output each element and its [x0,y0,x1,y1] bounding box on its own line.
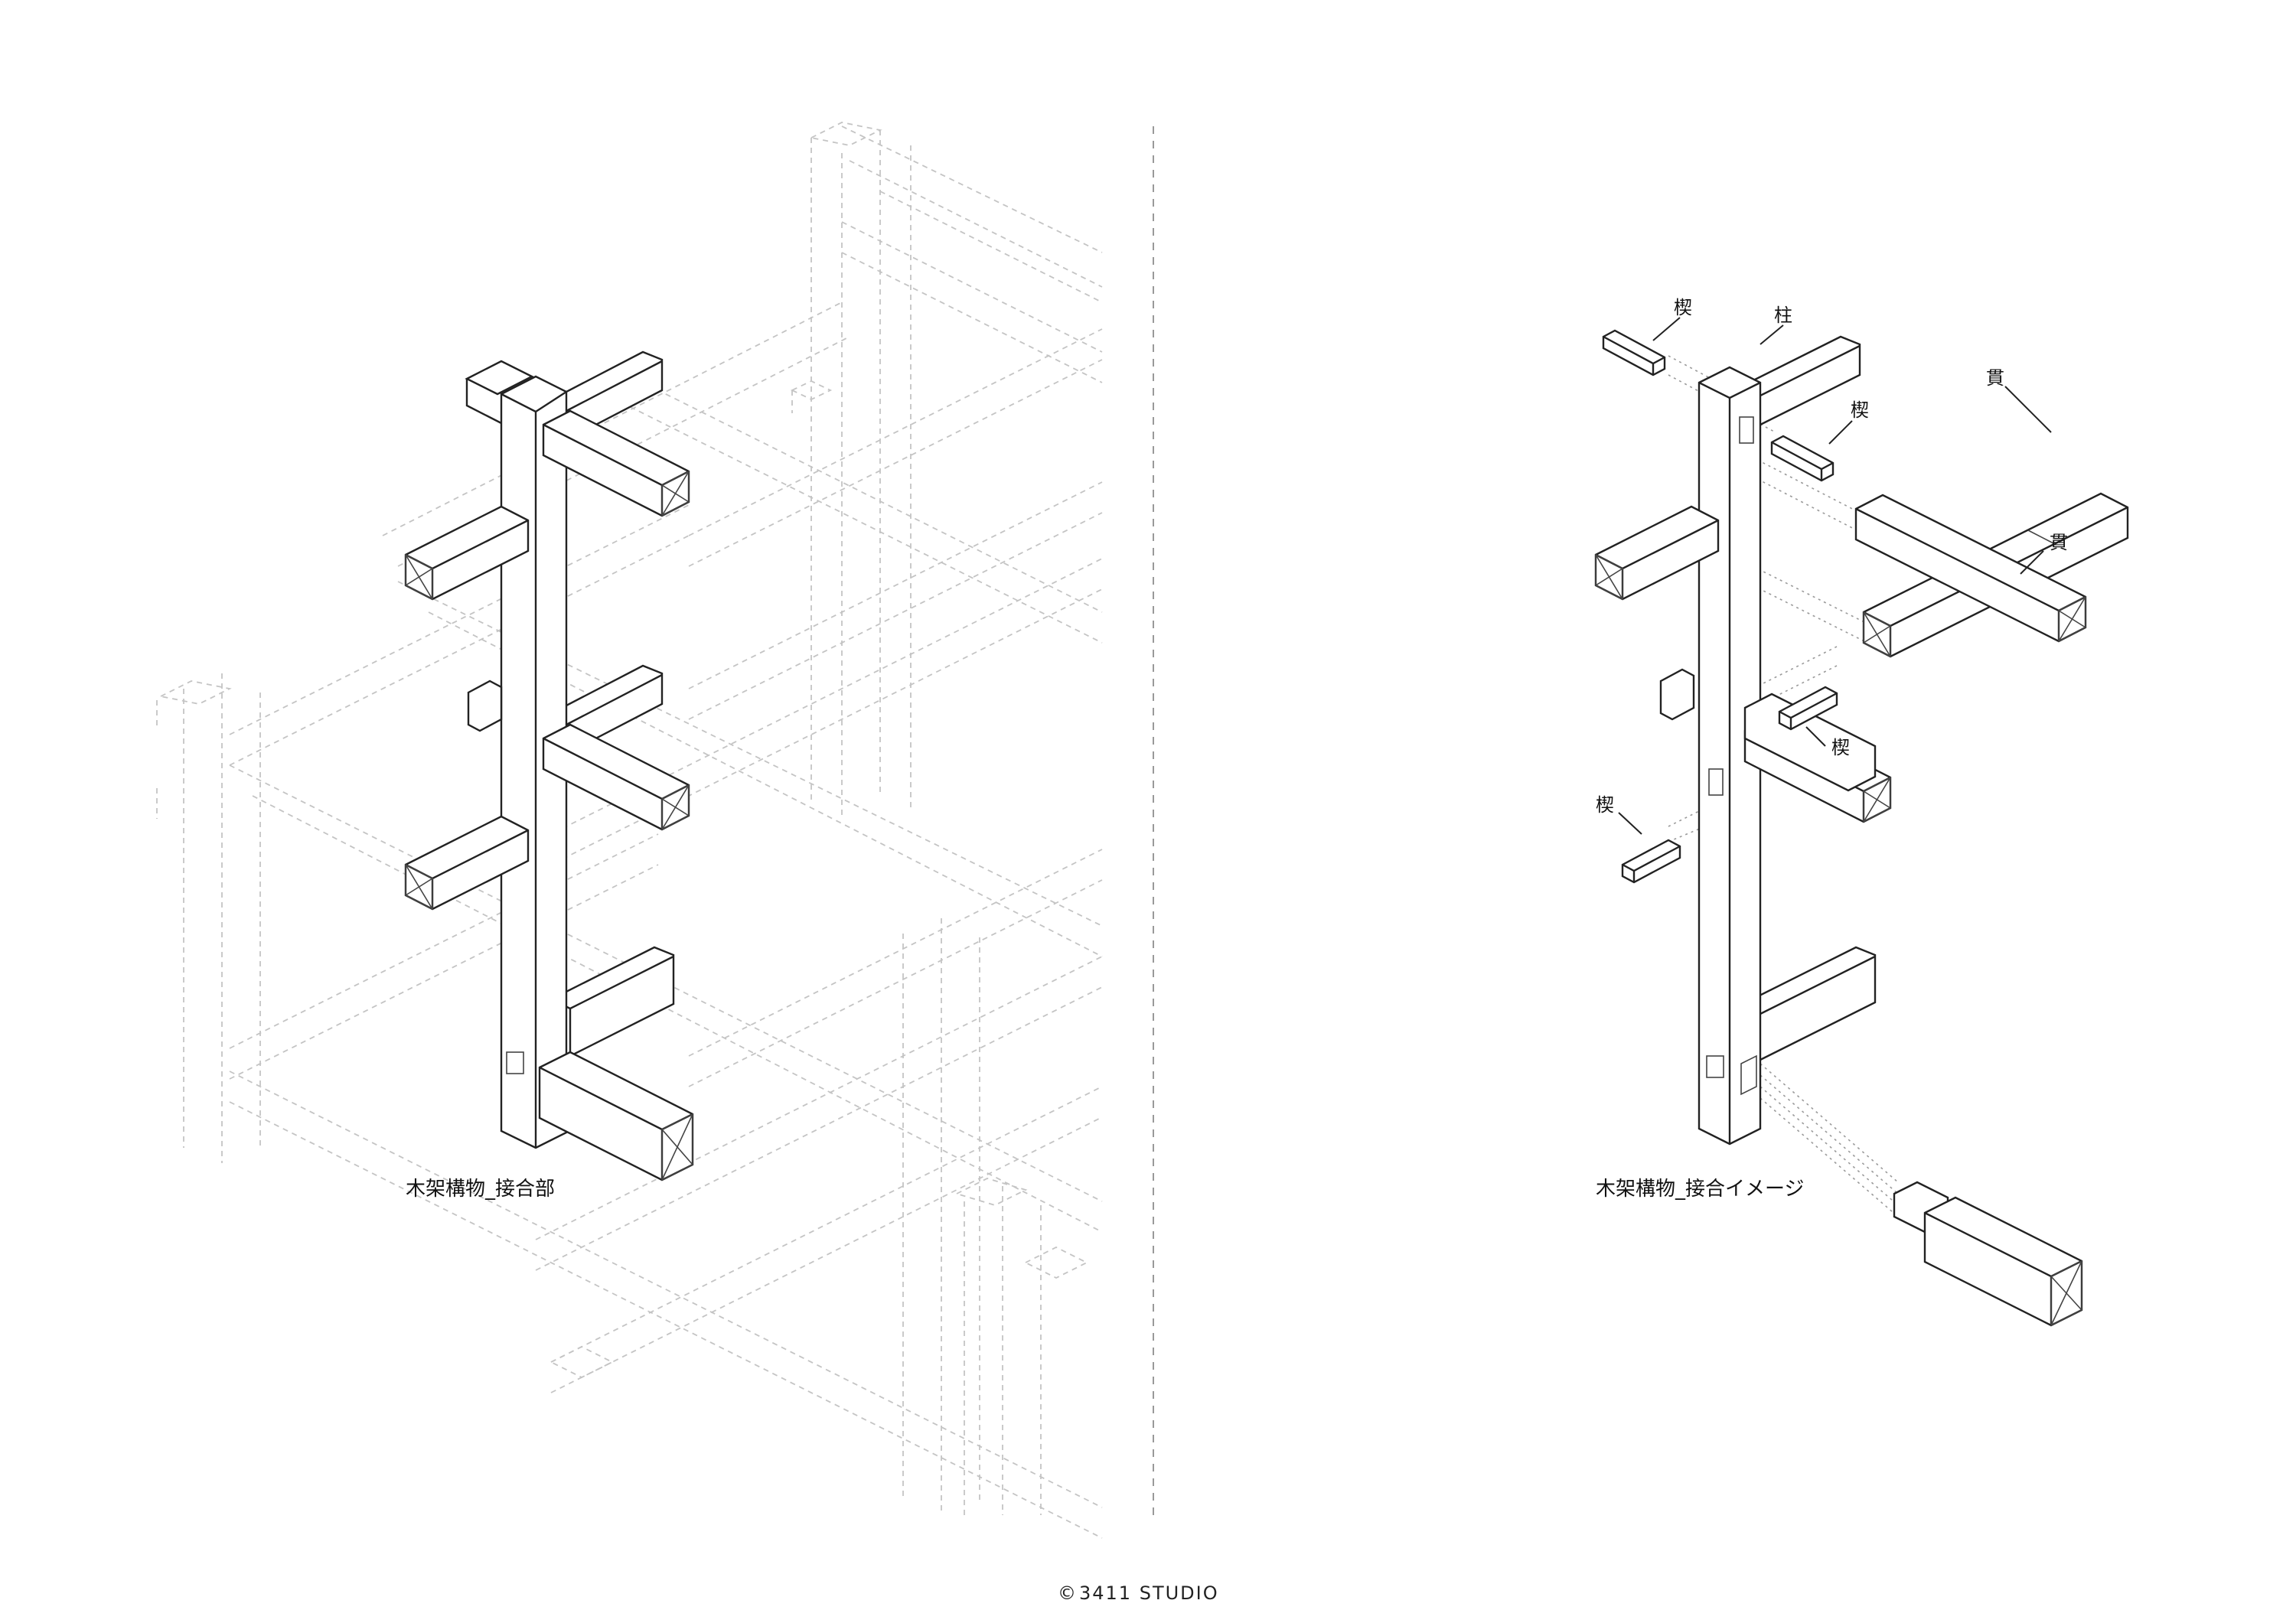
ghost-framework [156,122,1103,1539]
label-beam-upper: 貫 [1986,367,2004,389]
right-exploded-assembly [1594,317,2129,1327]
label-wedge-mid-left: 楔 [1596,794,1614,816]
label-pillar: 柱 [1774,305,1792,326]
label-wedge-mid-right: 楔 [1831,737,1850,758]
studio-credit: 3411 STUDIO [1079,1582,1219,1604]
label-wedge-top-left: 楔 [1674,297,1692,318]
assembly-guides [1668,355,1899,1217]
right-caption: 木架構物_接合イメージ [1596,1178,1804,1201]
label-wedge-top-right: 楔 [1851,399,1869,421]
label-beam-lower: 貫 [2050,532,2068,553]
copyright-icon: © [1058,1582,1078,1604]
left-caption: 木架構物_接合部 [406,1178,555,1201]
footer-credit: © 3411 STUDIO [1058,1582,1219,1604]
left-joint-assembly [404,350,694,1181]
